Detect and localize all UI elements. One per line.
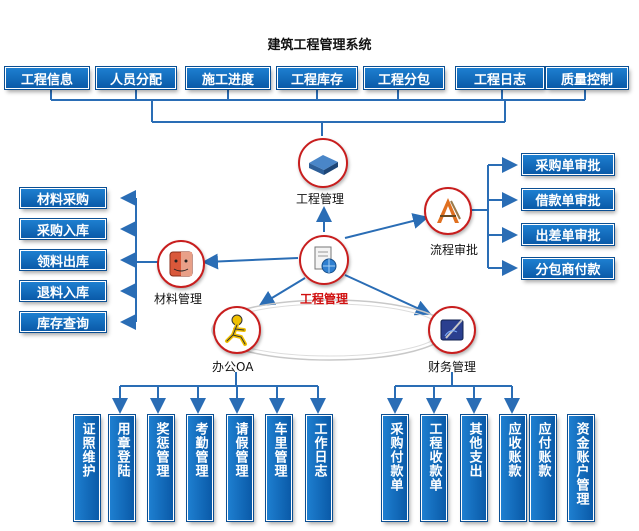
- material-item: 库存查询: [19, 311, 107, 333]
- office-item: 车里管理: [265, 414, 293, 522]
- finance-label: 财务管理: [428, 360, 477, 374]
- office-node: [213, 306, 261, 354]
- workflow-item: 采购单审批: [521, 153, 615, 176]
- finance-item: 应付账款: [529, 414, 557, 522]
- office-item: 工作日志: [305, 414, 333, 522]
- pen-tablet-icon: [440, 319, 464, 341]
- module-box: 人员分配: [95, 66, 177, 90]
- office-item: 奖惩管理: [147, 414, 175, 522]
- workflow-item: 借款单审批: [521, 188, 615, 211]
- module-box: 工程分包: [363, 66, 445, 90]
- workflow-label: 流程审批: [430, 243, 479, 257]
- document-globe-icon: [314, 246, 337, 274]
- material-item: 退料入库: [19, 280, 107, 302]
- page-title: 建筑工程管理系统: [267, 38, 372, 53]
- workflow-node: [424, 187, 472, 235]
- material-label: 材料管理: [154, 292, 203, 306]
- center-node: [299, 235, 349, 285]
- workflow-item: 分包商付款: [521, 257, 615, 280]
- office-item: 请假管理: [226, 414, 254, 522]
- office-item: 证照维护: [73, 414, 101, 522]
- module-box: 工程信息: [4, 66, 90, 90]
- finance-node: [428, 306, 476, 354]
- material-item: 领料出库: [19, 249, 107, 271]
- project-label: 工程管理: [296, 192, 345, 206]
- office-item: 用章登陆: [108, 414, 136, 522]
- aim-runner-icon: [225, 314, 247, 346]
- arrow: [344, 213, 429, 239]
- module-box: 质量控制: [545, 66, 629, 90]
- finance-item: 工程收款单: [420, 414, 448, 522]
- material-item: 材料采购: [19, 187, 107, 209]
- finance-item: 资金账户管理: [567, 414, 595, 522]
- workflow-item: 出差单审批: [521, 223, 615, 246]
- office-label: 办公OA: [212, 360, 254, 374]
- material-node: [157, 240, 205, 288]
- material-item: 采购入库: [19, 218, 107, 240]
- server-icon: [309, 155, 338, 175]
- module-box: 工程日志: [455, 66, 545, 90]
- finance-item: 其他支出: [460, 414, 488, 522]
- office-item: 考勤管理: [186, 414, 214, 522]
- finance-item: 采购付款单: [381, 414, 409, 522]
- arrow: [258, 277, 306, 307]
- module-box: 工程库存: [276, 66, 358, 90]
- center-label: 工程管理: [300, 292, 349, 306]
- project-node: [298, 138, 348, 188]
- module-box: 施工进度: [185, 66, 271, 90]
- app-tool-icon: [437, 198, 461, 223]
- arrow: [344, 274, 432, 316]
- finder-icon: [169, 251, 193, 277]
- finance-item: 应收账款: [499, 414, 527, 522]
- arrow: [202, 253, 299, 270]
